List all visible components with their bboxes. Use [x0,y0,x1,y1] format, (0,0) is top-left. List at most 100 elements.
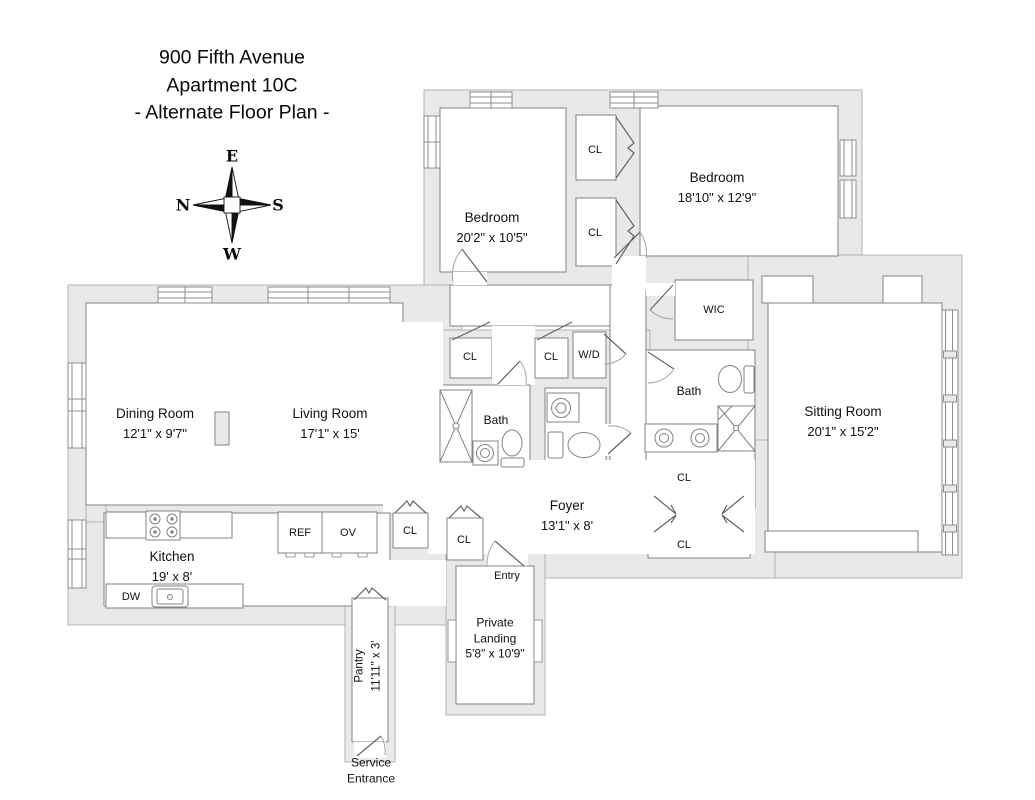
closet-b-label: CL [543,351,559,363]
appliance-feet [285,552,368,558]
bifold-closet-d [653,514,745,533]
wic-room [674,279,754,341]
bath-center-doorway [498,378,526,385]
door-entry [486,540,525,567]
landing-notch-right [533,619,543,663]
bath-master-label: Bath [676,384,702,398]
closet-e [392,512,429,549]
bedroom-1-label: Bedroom 20'2" x 10'5" [456,210,528,246]
bifold-closet-2 [615,199,635,265]
radiator-enclosure [764,530,919,553]
toilet-icon [547,431,601,459]
corner-shower-icon [717,405,756,452]
entry-doorway [486,548,528,570]
compass-east: E [225,146,239,166]
bifold-closet-f [448,505,482,519]
window-icon [609,91,659,109]
windows [67,91,959,589]
sink-icon [546,392,580,423]
door-washer-dryer [603,333,627,365]
foyer-label: Foyer 13'1" x 8' [540,498,594,534]
built-in-2 [882,275,923,304]
window-icon [67,519,87,589]
dining-living-room [85,302,404,506]
compass-south: S [272,195,284,215]
door-wic [649,284,674,320]
washer-dryer-label: W/D [578,349,600,361]
washer-dryer-closet [572,331,607,379]
bedroom-1-doorway [453,272,487,285]
bedroom-2-room [639,105,839,257]
dining-room-label: Dining Room 12'1" x 9'7" [115,406,195,442]
stove-icon [145,510,181,541]
toilet-icon [500,429,525,468]
closet-f [446,517,484,561]
compass-north: N [175,195,191,215]
compass-west: W [223,244,241,264]
bath-vestibule [492,326,535,385]
doors [353,116,745,757]
corridor [609,284,647,469]
landing-notch-left [447,619,457,663]
closet-f-label: CL [456,534,472,546]
door-bath-master [647,351,675,384]
bedroom-2-label: Bedroom 18'10" x 12'9" [677,170,757,206]
closet-1-label: CL [587,144,603,156]
service-entrance-label: Service Entrance [346,755,396,785]
bifold-pantry [353,587,387,601]
door-powder-bath [607,425,632,455]
window-icon [469,91,513,109]
closet-c-label: CL [676,472,692,484]
column [214,411,230,446]
private-landing-label: Private Landing 5'8" x 10'9" [465,615,525,661]
closet-2 [575,197,617,267]
title-line-3: - Alternate Floor Plan - [134,101,330,124]
sitting-room-label: Sitting Room 20'1" x 15'2" [804,404,882,440]
window-icon [267,286,391,304]
door-service [356,735,386,757]
compass-rose [192,166,272,244]
door-bedroom-1 [451,248,488,283]
powder-doorway [604,424,612,456]
window-icon [941,309,959,556]
window-icon [67,362,87,449]
window-icon [423,115,441,169]
closet-1 [575,114,617,181]
bath-center-label: Bath [483,413,509,427]
kitchen-label: Kitchen 19' x 8' [149,549,195,585]
door-bedroom-2 [613,231,647,259]
closet-d-label: CL [676,539,692,551]
bedroom-2-doorway [612,256,646,290]
dishwasher-label: DW [121,591,141,603]
bifold-closet-c [653,495,745,515]
refrigerator-box [277,511,323,554]
closet-e-label: CL [402,525,418,537]
living-room-label: Living Room 17'1" x 15' [292,406,368,442]
shower-icon [439,389,473,463]
page-title: 900 Fifth Avenue Apartment 10C - Alterna… [134,44,329,127]
title-line-2: Apartment 10C [166,74,298,97]
service-doorway [354,742,386,758]
door-bath-center [497,360,527,385]
bifold-closet-1 [615,116,635,179]
pantry-room [351,597,389,743]
toilet-icon [718,365,755,394]
refrigerator-label: REF [289,527,311,539]
fixtures [105,365,756,609]
window-icon [839,139,857,177]
bedroom-1-room [439,107,567,273]
kitchen-sink-icon [151,585,189,608]
kitchen-strip [388,560,446,606]
closet-b [534,337,569,379]
door-closet-a [451,321,491,341]
oven-box [321,511,378,554]
wic-doorway [646,283,675,296]
pantry-label: Pantry 11'11" x 3' [353,640,382,692]
wic-label: WIC [703,304,725,316]
door-closet-b [536,321,573,341]
sink-icon [472,440,499,466]
built-in-1 [761,275,814,304]
closet-a-label: CL [462,351,478,363]
